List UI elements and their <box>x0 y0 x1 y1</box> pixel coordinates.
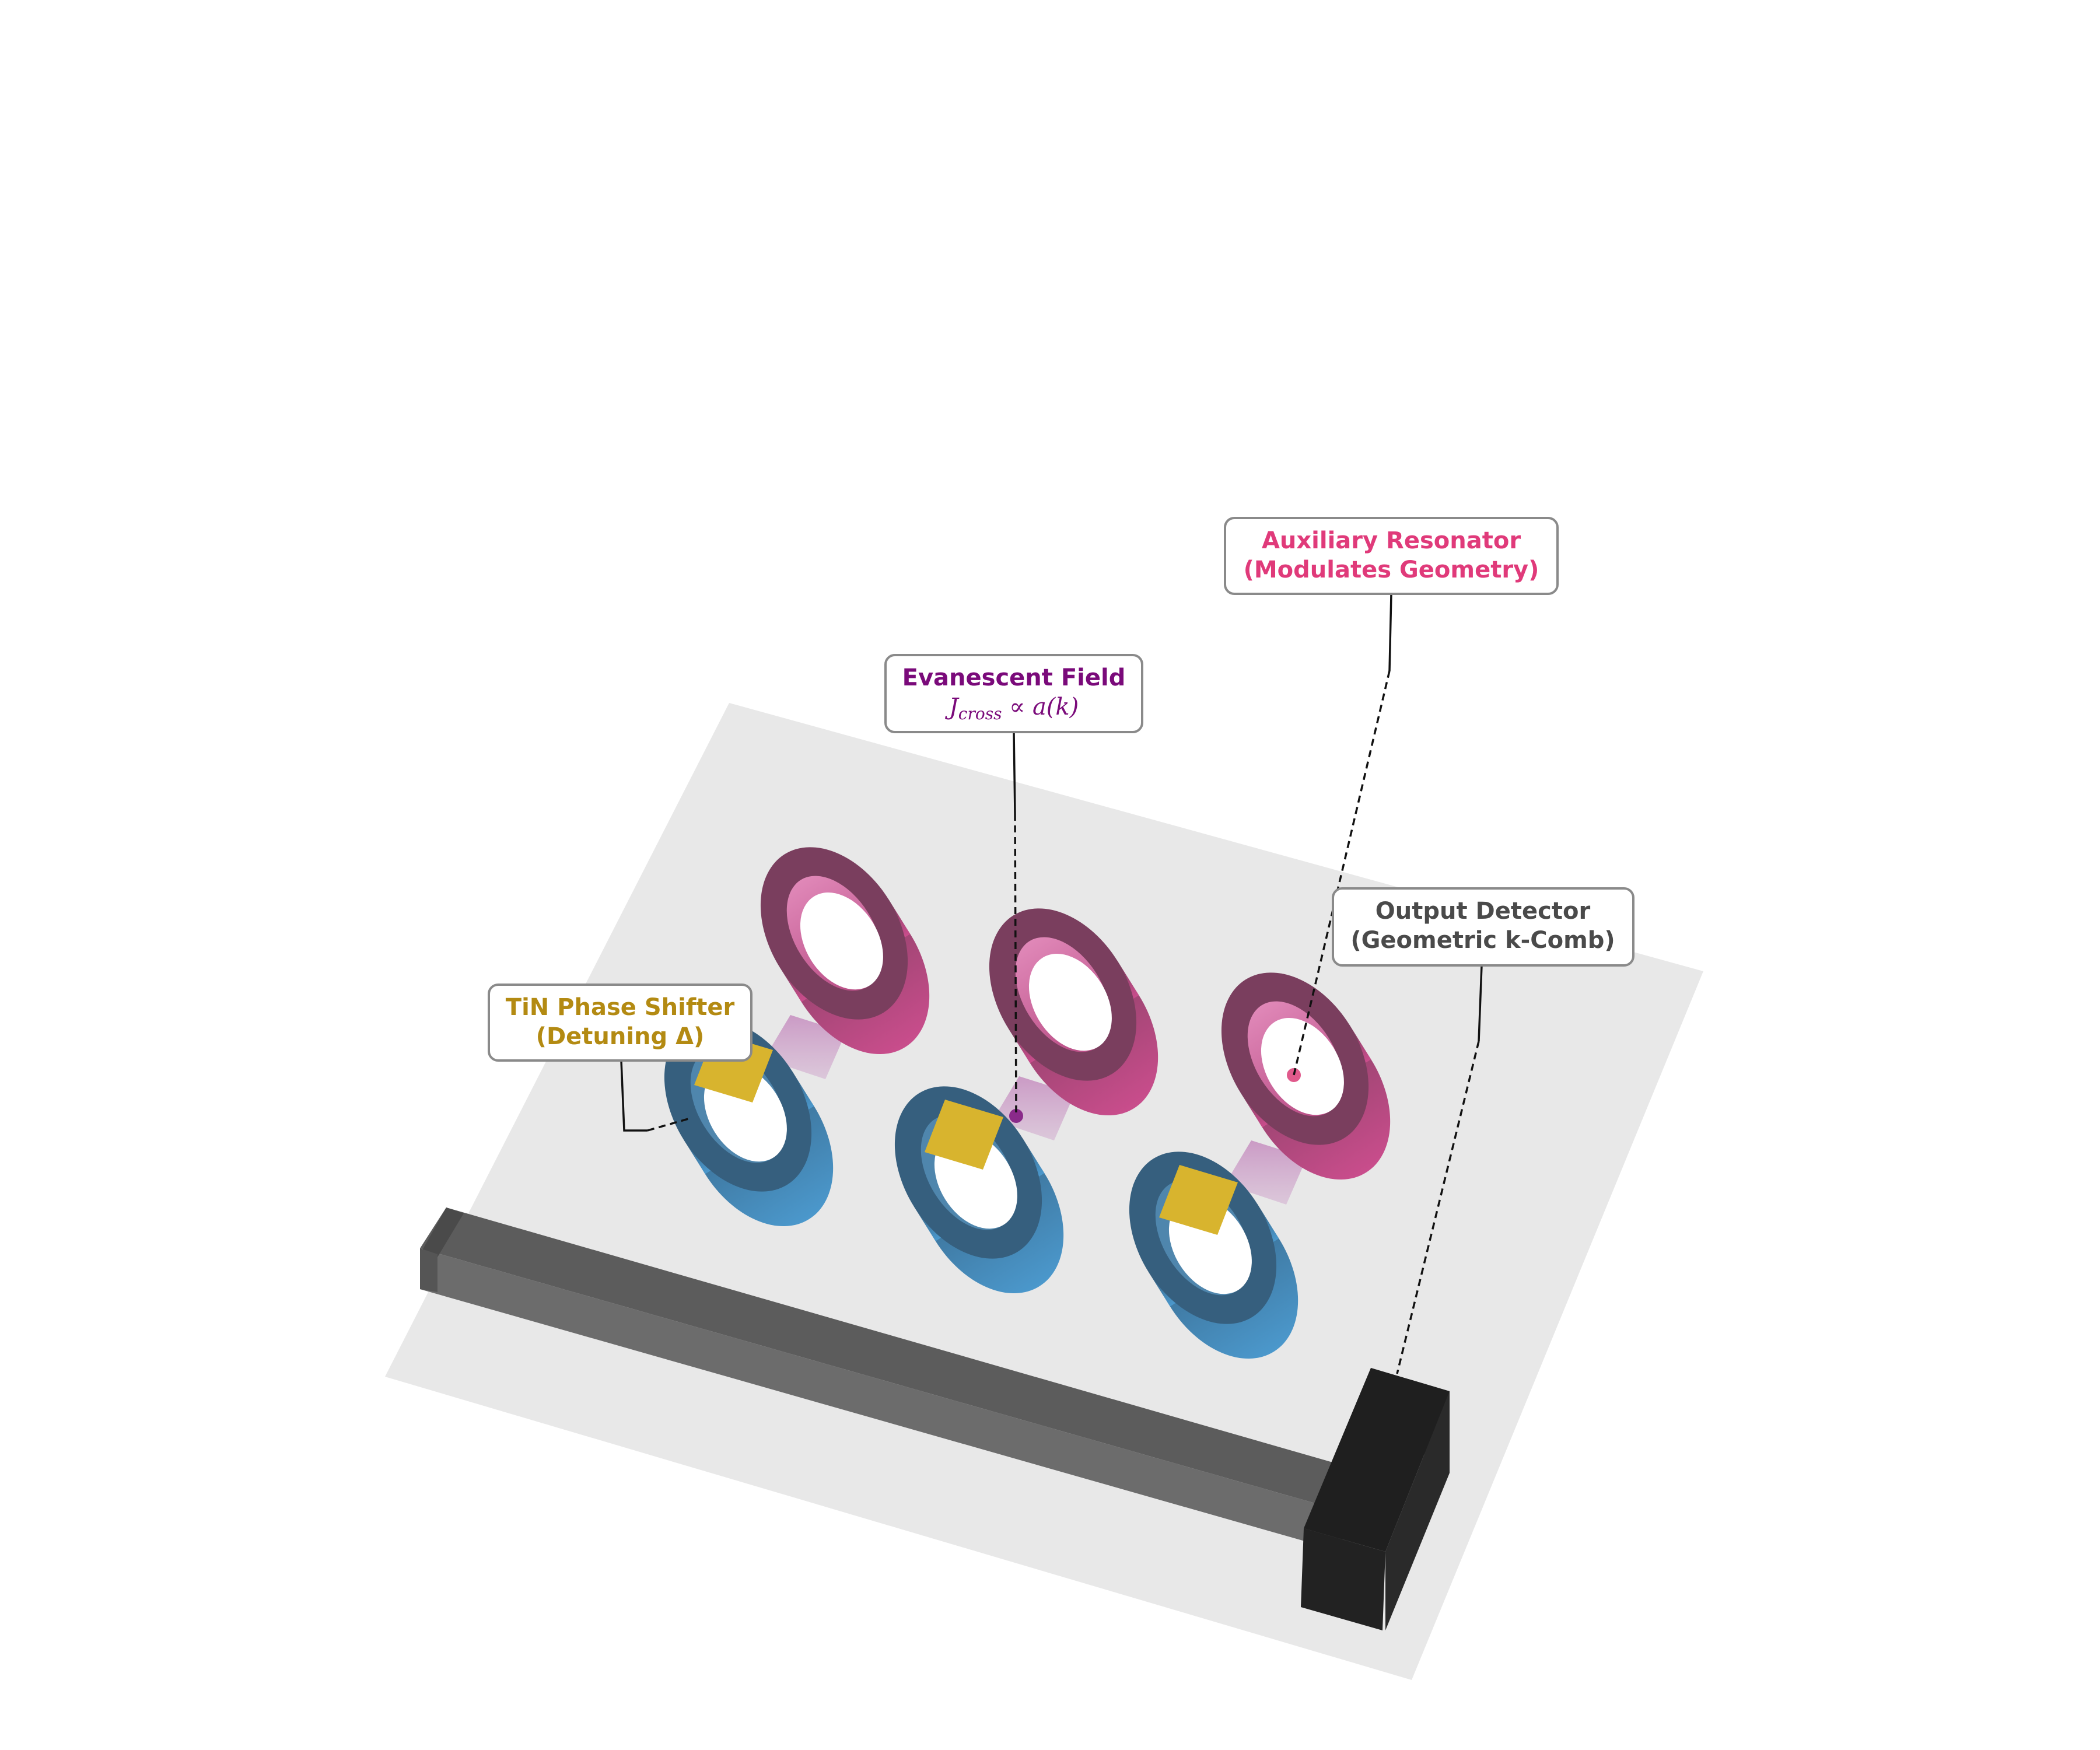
bus-waveguide <box>420 1208 1359 1552</box>
tin-heater-pad <box>925 1100 1003 1170</box>
auxiliary-ring <box>1221 972 1391 1180</box>
main-ring <box>664 1019 834 1227</box>
output-detector-label: Output Detector (Geometric k-Comb) <box>1332 887 1634 967</box>
auxiliary-resonator-label: Auxiliary Resonator (Modulates Geometry) <box>1224 517 1559 595</box>
resonator-array <box>664 847 1391 1359</box>
auxiliary-label-line2: (Modulates Geometry) <box>1244 556 1539 583</box>
evanescent-marker-dot <box>1009 1109 1023 1123</box>
resonator-pair-3 <box>1129 972 1391 1359</box>
auxiliary-ring <box>760 847 930 1055</box>
resonator-pair-1 <box>664 847 930 1227</box>
phase-label-line1: TiN Phase Shifter <box>506 994 735 1021</box>
evanescent-formula: Jcross ∝ a(k) <box>945 694 1079 723</box>
phase-shifter-label: TiN Phase Shifter (Detuning Δ) <box>488 984 752 1062</box>
auxiliary-marker-dot <box>1287 1068 1301 1082</box>
detector-label-line1: Output Detector <box>1376 898 1591 925</box>
auxiliary-label-line1: Auxiliary Resonator <box>1262 527 1521 554</box>
evanescent-field-region <box>993 1076 1074 1140</box>
output-detector <box>1301 1368 1450 1630</box>
evanescent-field-label: Evanescent Field Jcross ∝ a(k) <box>884 654 1143 733</box>
auxiliary-ring <box>989 908 1158 1116</box>
tin-heater-pad <box>1159 1165 1238 1235</box>
phase-label-line2: (Detuning Δ) <box>536 1023 705 1050</box>
resonator-pair-2 <box>894 908 1158 1294</box>
leader-lines <box>620 593 1483 1374</box>
evanescent-label-line1: Evanescent Field <box>902 664 1126 691</box>
main-ring <box>1129 1152 1298 1359</box>
detector-label-line2: (Geometric k-Comb) <box>1350 927 1615 954</box>
